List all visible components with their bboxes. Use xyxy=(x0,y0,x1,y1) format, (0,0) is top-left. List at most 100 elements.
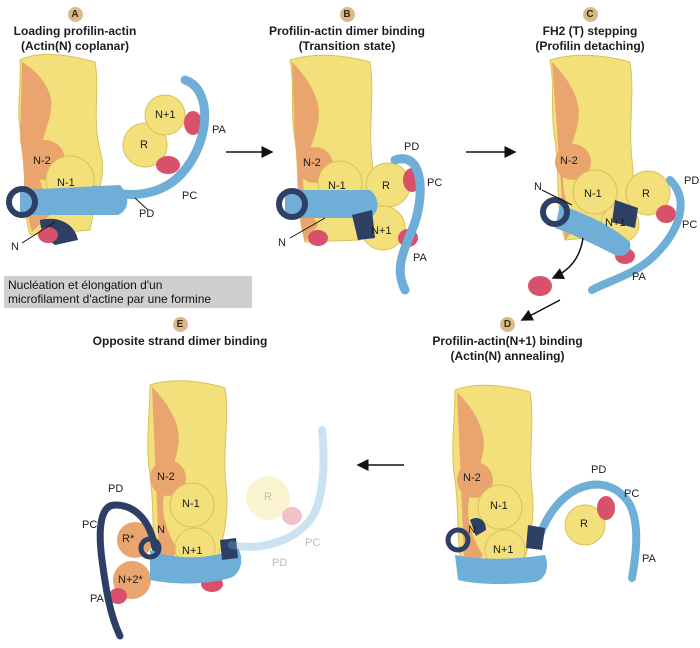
profilin-a3 xyxy=(38,227,58,243)
arrow-c-to-d xyxy=(520,299,561,321)
profilin-d1 xyxy=(597,496,615,520)
panel-c-title-line1: FH2 (T) stepping xyxy=(542,24,638,38)
label-e-pd-ghost: PD xyxy=(272,557,288,569)
label-e-pd: PD xyxy=(108,483,124,495)
label-c-n: N xyxy=(534,181,542,193)
fh2-arm-b xyxy=(390,154,425,295)
fh2-ring-d xyxy=(445,527,471,553)
label-e-rstar: R* xyxy=(122,533,135,545)
profilin-c1 xyxy=(656,205,676,223)
label-b-nm1: N-1 xyxy=(328,180,346,192)
caption-line2: microfilament d'actine par une formine xyxy=(8,292,212,306)
panel-b-graphics xyxy=(276,54,425,295)
panel-d-title-line2: (Actin(N) annealing) xyxy=(450,349,565,363)
label-d-nm1: N-1 xyxy=(490,500,508,512)
panel-c-badge: C xyxy=(582,7,598,22)
actin-subunit-n1-c xyxy=(572,169,618,215)
actin-subunit-n1-e xyxy=(169,482,215,528)
label-e-n: N xyxy=(157,524,165,536)
label-c-n1p: N+1 xyxy=(605,217,626,229)
fh2-arm-c xyxy=(588,176,685,294)
label-a-n: N xyxy=(11,241,19,253)
label-a-n1p: N+1 xyxy=(155,109,176,121)
label-a-pd: PD xyxy=(139,208,155,220)
profilin-actin-r-d xyxy=(564,504,606,546)
label-d-pc: PC xyxy=(624,488,640,500)
label-e-n2: N-2 xyxy=(157,471,175,483)
profilin-e1 xyxy=(109,588,127,604)
label-c-pc: PC xyxy=(682,219,698,231)
fh2-dark-ring-e xyxy=(138,536,162,560)
panel-e-title: E Opposite strand dimer binding xyxy=(80,316,280,349)
panel-a-badge: A xyxy=(67,7,83,22)
label-a-n2: N-2 xyxy=(33,155,51,167)
fh2-body-d xyxy=(455,555,547,585)
label-c-n2: N-2 xyxy=(560,155,578,167)
label-b-pd: PD xyxy=(404,141,420,153)
profilin-a2 xyxy=(156,156,180,174)
actin-subunit-n1-d xyxy=(477,484,523,530)
ghost-profilin-e xyxy=(282,507,302,525)
label-e-r-ghost: R xyxy=(264,491,272,503)
actin-subunit-n2-e xyxy=(150,460,186,496)
panel-a-title-line1: Loading profilin-actin xyxy=(13,24,137,38)
pointer-b-n xyxy=(289,217,326,239)
fh2-body-e xyxy=(150,548,242,584)
pointer-c-n xyxy=(541,189,573,206)
fh2-dark-c xyxy=(612,200,638,228)
fh2-dark-d xyxy=(470,518,486,536)
label-e-pa: PA xyxy=(90,593,104,605)
label-c-pa: PA xyxy=(632,271,646,283)
label-d-n: N xyxy=(468,524,476,536)
fh2-dark-e xyxy=(220,538,238,560)
label-d-pd: PD xyxy=(591,464,607,476)
panel-a-title: A Loading profilin-actin (Actin(N) copla… xyxy=(0,6,150,54)
panel-c-title-line2: (Profilin detaching) xyxy=(535,39,645,53)
label-e-n2star: N+2* xyxy=(118,574,143,586)
label-b-n1p: N+1 xyxy=(371,225,392,237)
label-e-pc: PC xyxy=(82,519,98,531)
ghost-r-e xyxy=(246,476,290,520)
profilin-a1 xyxy=(184,111,202,135)
panel-d-graphics xyxy=(445,384,641,585)
fh2-body-b xyxy=(285,190,378,218)
label-a-pa: PA xyxy=(212,124,226,136)
fh2-body-c xyxy=(555,205,631,256)
panel-e-graphics xyxy=(96,380,328,640)
label-c-r: R xyxy=(642,188,650,200)
panel-a-graphics xyxy=(6,53,210,245)
panel-a-title-line2: (Actin(N) coplanar) xyxy=(21,39,129,53)
label-b-n2: N-2 xyxy=(303,157,321,169)
panel-b-title-line1: Profilin-actin dimer binding xyxy=(269,24,425,38)
label-a-pc: PC xyxy=(182,190,198,202)
label-b-pc: PC xyxy=(427,177,443,189)
fh2-ring-a xyxy=(6,186,38,218)
profilin-actin-rstar-e xyxy=(117,522,153,558)
panel-c-graphics xyxy=(528,54,685,296)
fh2-body-a xyxy=(20,185,128,215)
fh2-dark-arm-e xyxy=(96,501,159,640)
label-c-pd: PD xyxy=(684,175,700,187)
panel-d-badge: D xyxy=(500,317,515,332)
panel-e-badge: E xyxy=(172,317,188,332)
released-profilin-c xyxy=(528,276,552,296)
actin-subunit-n2-c xyxy=(555,144,591,180)
label-b-r: R xyxy=(382,180,390,192)
profilin-actin-r-c xyxy=(625,170,671,216)
actin-subunit-n2-d xyxy=(457,462,493,498)
profilin-b3 xyxy=(308,230,328,246)
panel-b-badge: B xyxy=(339,7,355,22)
panel-e-title-line1: Opposite strand dimer binding xyxy=(92,334,268,348)
panel-d-title: D Profilin-actin(N+1) binding (Actin(N) … xyxy=(410,316,605,364)
ghost-arm-e xyxy=(228,426,328,551)
profilin-actin-r-a xyxy=(122,122,168,168)
label-e-nm1: N-1 xyxy=(182,498,200,510)
release-arrow-c xyxy=(551,237,584,279)
profilin-actin-n1p-a xyxy=(144,94,186,136)
label-e-pc-ghost: PC xyxy=(305,537,321,549)
label-d-pa: PA xyxy=(642,553,656,565)
fh2-dark-b xyxy=(352,210,375,240)
label-a-r: R xyxy=(140,139,148,151)
